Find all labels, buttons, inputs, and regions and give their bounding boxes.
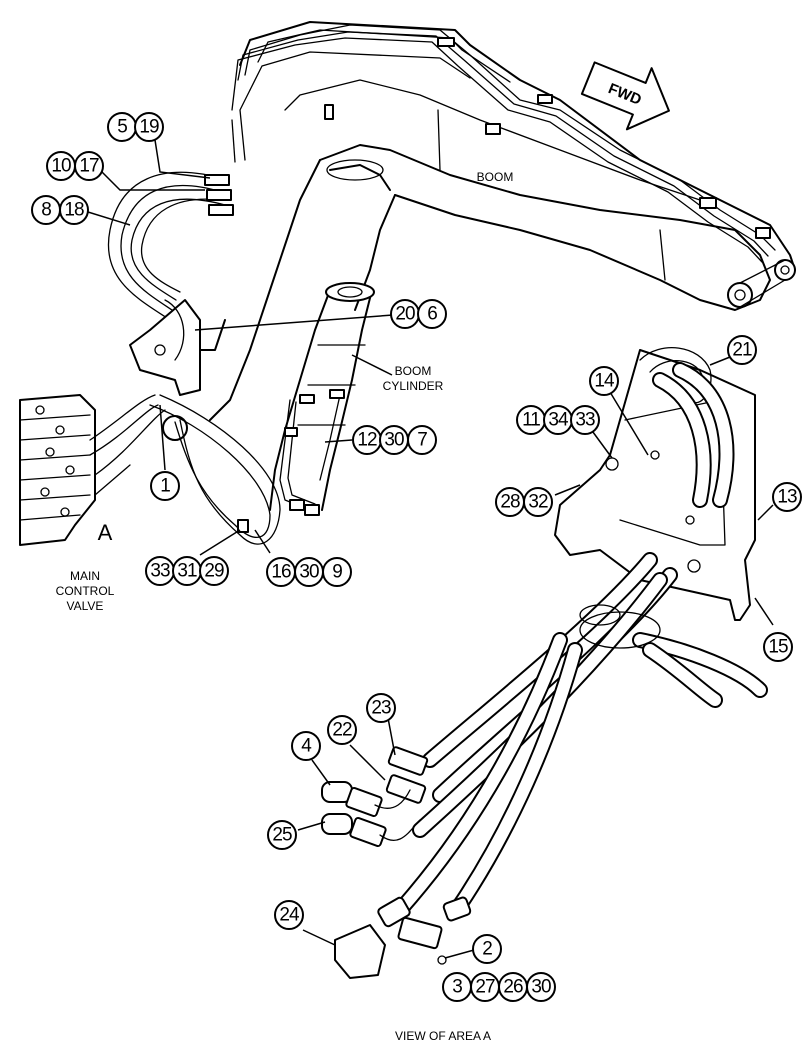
svg-text:12: 12 (357, 430, 377, 451)
svg-text:29: 29 (204, 561, 224, 582)
leader-lines (87, 139, 774, 959)
callout-21: 21 (727, 335, 757, 365)
boom-cylinder (162, 282, 375, 511)
svg-text:34: 34 (548, 410, 569, 431)
boom-structure (209, 21, 796, 421)
callout-19: 19 (134, 112, 164, 142)
svg-text:10: 10 (51, 156, 71, 177)
callout-34: 34 (543, 405, 573, 435)
callout-1: 1 (150, 471, 180, 501)
hose-loop-left (107, 171, 281, 545)
callout-20: 20 (390, 299, 420, 329)
svg-text:30: 30 (299, 562, 319, 583)
svg-text:14: 14 (594, 371, 615, 392)
svg-text:18: 18 (64, 200, 84, 221)
view-caption: VIEW OF AREA A (395, 1029, 491, 1043)
svg-text:30: 30 (384, 430, 404, 451)
callout-15: 15 (763, 632, 793, 662)
svg-text:19: 19 (139, 117, 159, 138)
main-control-valve-label-line2: CONTROL (56, 584, 115, 598)
svg-text:33: 33 (575, 410, 595, 431)
callout-31: 31 (172, 556, 202, 586)
svg-text:9: 9 (332, 562, 342, 583)
svg-text:6: 6 (427, 304, 437, 325)
svg-text:22: 22 (332, 720, 352, 741)
callout-17: 17 (74, 151, 104, 181)
callout-33-b: 33 (570, 405, 600, 435)
callout-11: 11 (516, 405, 546, 435)
svg-text:1: 1 (160, 476, 170, 497)
area-a-label: A (98, 520, 113, 545)
boom-cylinder-label-line1: BOOM (395, 364, 432, 378)
svg-text:4: 4 (301, 736, 312, 757)
boom-label: BOOM (477, 170, 514, 184)
main-control-valve-label-line1: MAIN (70, 569, 100, 583)
boom-cylinder-label-line2: CYLINDER (383, 379, 444, 393)
callout-28: 28 (495, 487, 525, 517)
callout-8: 8 (31, 195, 61, 225)
svg-text:31: 31 (177, 561, 197, 582)
svg-text:25: 25 (272, 825, 292, 846)
svg-text:17: 17 (79, 156, 99, 177)
svg-text:2: 2 (482, 939, 492, 960)
callout-29: 29 (199, 556, 229, 586)
svg-text:13: 13 (777, 487, 797, 508)
callout-13: 13 (772, 482, 802, 512)
main-control-valve-label-line3: VALVE (67, 599, 104, 613)
callout-7: 7 (407, 425, 437, 455)
svg-text:30: 30 (531, 977, 551, 998)
callout-18: 18 (59, 195, 89, 225)
callout-2: 2 (472, 934, 502, 964)
area-a-detail (321, 347, 768, 979)
cylinder-tubes (237, 389, 345, 533)
callout-25: 25 (267, 820, 297, 850)
main-control-valve (19, 394, 166, 546)
svg-text:15: 15 (768, 637, 788, 658)
svg-text:3: 3 (452, 977, 462, 998)
callout-33-a: 33 (145, 556, 175, 586)
callout-30-b: 30 (294, 557, 324, 587)
svg-text:32: 32 (528, 492, 548, 513)
svg-text:5: 5 (117, 117, 127, 138)
svg-text:27: 27 (475, 977, 495, 998)
callout-30-a: 30 (379, 425, 409, 455)
callout-26: 26 (498, 972, 528, 1002)
callout-30-c: 30 (526, 972, 556, 1002)
callout-9: 9 (322, 557, 352, 587)
svg-text:26: 26 (503, 977, 523, 998)
callout-24: 24 (274, 900, 304, 930)
callout-5: 5 (107, 112, 137, 142)
callout-16: 16 (266, 557, 296, 587)
svg-text:16: 16 (271, 562, 291, 583)
svg-text:21: 21 (732, 340, 752, 361)
boom-top-lines (231, 24, 776, 263)
callout-3: 3 (442, 972, 472, 1002)
callout-14: 14 (589, 366, 619, 396)
callout-22: 22 (327, 715, 357, 745)
svg-text:7: 7 (417, 430, 427, 451)
svg-text:23: 23 (371, 698, 391, 719)
callout-23: 23 (366, 693, 396, 723)
callout-12: 12 (352, 425, 382, 455)
callout-4: 4 (291, 731, 321, 761)
svg-text:11: 11 (522, 410, 540, 431)
svg-text:33: 33 (150, 561, 170, 582)
svg-text:28: 28 (500, 492, 520, 513)
fwd-arrow: FWD (580, 61, 670, 131)
svg-text:8: 8 (41, 200, 51, 221)
callout-32: 32 (523, 487, 553, 517)
svg-text:20: 20 (395, 304, 415, 325)
svg-text:24: 24 (279, 905, 300, 926)
callout-27: 27 (470, 972, 500, 1002)
callout-10: 10 (46, 151, 76, 181)
callout-6: 6 (417, 299, 447, 329)
